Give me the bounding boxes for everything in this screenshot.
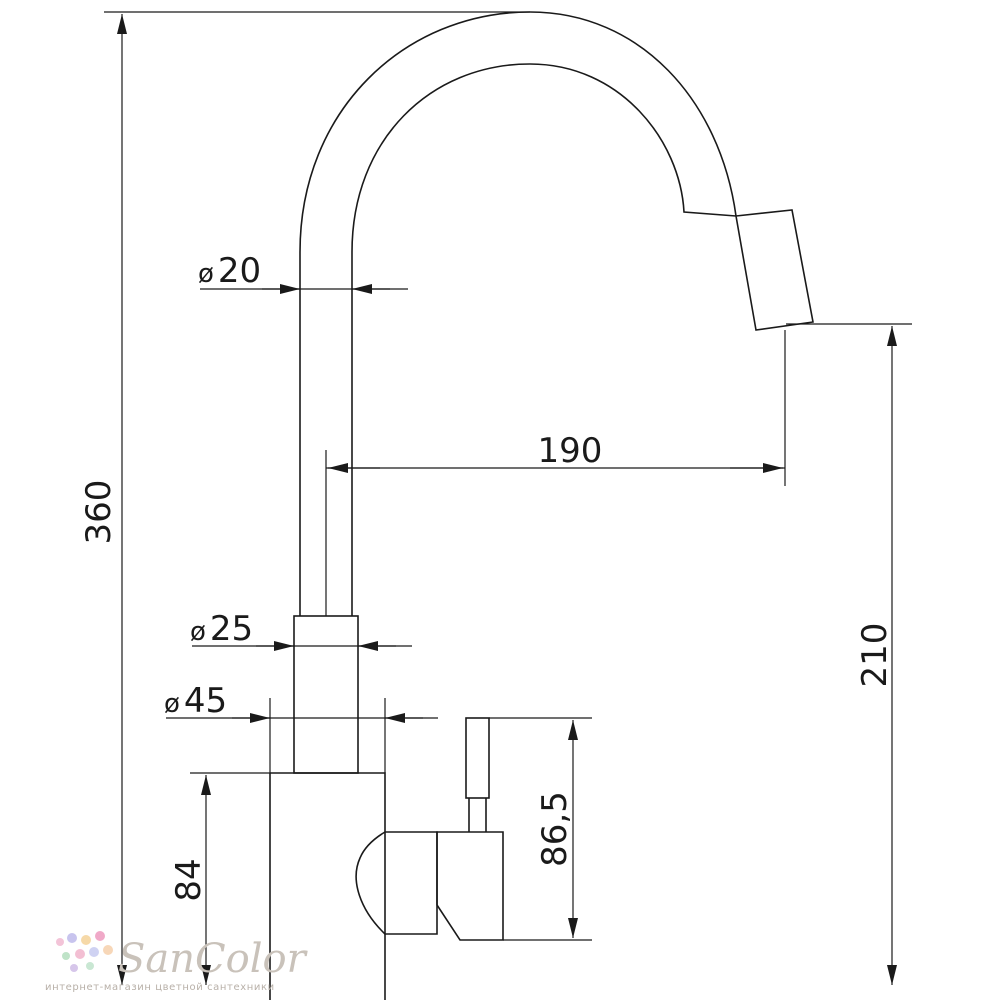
spout-inner-edge [351, 63, 737, 616]
label-210: 210 [855, 623, 895, 688]
handle-hub [355, 831, 438, 935]
label-865: 86,5 [535, 791, 575, 867]
label-d25-value: 25 [210, 609, 253, 649]
spout-outer-edge [299, 11, 737, 616]
base-tube [293, 615, 359, 774]
dimension-lines [104, 11, 912, 985]
aerator-nozzle [735, 209, 814, 331]
diameter-symbol: ø [164, 689, 180, 719]
label-84: 84 [169, 858, 209, 901]
sancolor-watermark: SanColor интернет-магазин цветной сантех… [45, 931, 309, 993]
lever-stem [465, 717, 490, 799]
diameter-symbol: ø [198, 259, 214, 289]
lever-neck [468, 798, 487, 832]
watermark-dots-logo [56, 931, 113, 972]
watermark-tagline: интернет-магазин цветной сантехники [45, 982, 275, 993]
label-d45-value: 45 [184, 681, 227, 721]
label-360: 360 [79, 480, 119, 545]
diameter-symbol: ø [190, 617, 206, 647]
label-190: 190 [538, 431, 603, 471]
label-d20-value: 20 [218, 251, 261, 291]
watermark-name: SanColor [118, 936, 309, 982]
lever-body [436, 831, 504, 941]
